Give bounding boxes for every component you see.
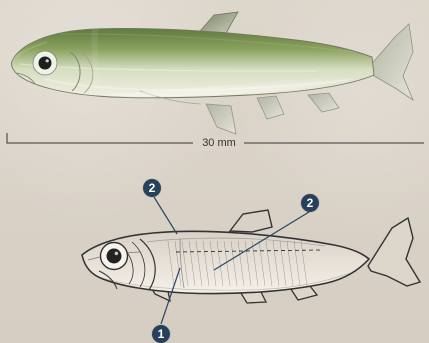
callout-number-2-upper-right: 2 xyxy=(301,194,319,212)
outline-fish xyxy=(82,210,420,303)
color-fish xyxy=(11,12,413,134)
callout-number-1: 1 xyxy=(152,325,170,343)
callout-number-2-upper-left: 2 xyxy=(143,179,161,197)
scale-label: 30 mm xyxy=(197,135,241,151)
